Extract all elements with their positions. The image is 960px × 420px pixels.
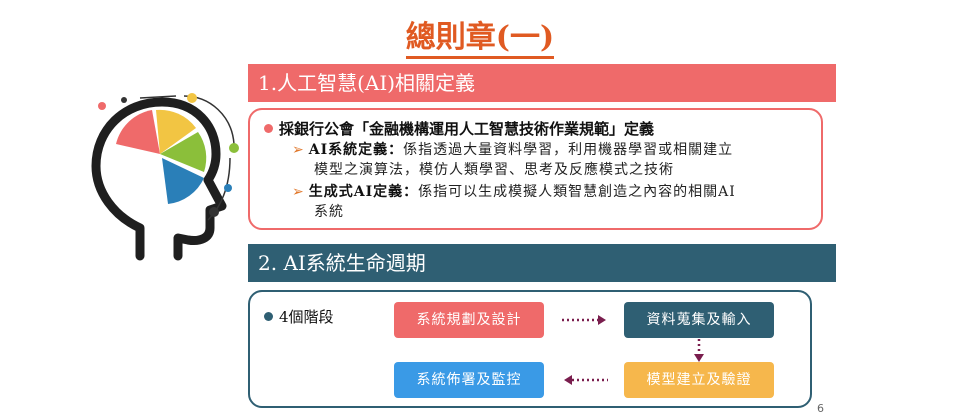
dotted-arrow-icon bbox=[694, 339, 704, 362]
definitions-bullet: 採銀行公會「金融機構運用人工智慧技術作業規範」定義 bbox=[264, 118, 654, 139]
stage-deployment-monitoring: 系統佈署及監控 bbox=[394, 362, 544, 398]
dotted-arrow-icon bbox=[562, 315, 606, 325]
page-title: 總則章(一) bbox=[0, 12, 960, 59]
dotted-arrow-icon bbox=[564, 375, 608, 385]
head-with-pie-chart-icon bbox=[91, 93, 239, 261]
definitions-box bbox=[248, 108, 823, 230]
section-heading-ai-lifecycle: 2. AI系統生命週期 bbox=[248, 244, 836, 282]
generative-ai-definition: ➢生成式AI定義：係指可以生成模擬人類智慧創造之內容的相關AI 系統 bbox=[292, 184, 736, 220]
bullet-dot-icon bbox=[264, 124, 273, 133]
arrow-right-bullet-icon: ➢ bbox=[292, 184, 305, 200]
stage-model-validation: 模型建立及驗證 bbox=[624, 362, 774, 398]
lifecycle-bullet: 4個階段 bbox=[264, 306, 334, 327]
section-heading-ai-definitions: 1.人工智慧(AI)相關定義 bbox=[248, 64, 836, 102]
arrow-right-bullet-icon: ➢ bbox=[292, 142, 305, 158]
page-number: 6 bbox=[817, 402, 824, 415]
ai-system-definition: ➢AI系統定義：係指透過大量資料學習，利用機器學習或相關建立 模型之演算法，模仿… bbox=[292, 142, 734, 178]
lifecycle-box bbox=[248, 290, 812, 408]
stage-data-collection: 資料蒐集及輸入 bbox=[624, 302, 774, 338]
bullet-dot-icon bbox=[264, 312, 273, 321]
stage-planning-design: 系統規劃及設計 bbox=[394, 302, 544, 338]
